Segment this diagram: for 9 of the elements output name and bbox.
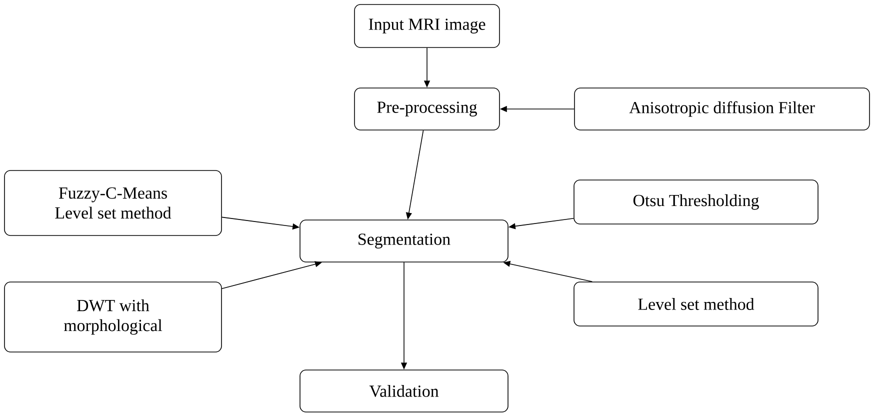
process-box: Input MRI image [354, 4, 500, 48]
process-box: Level set method [574, 282, 818, 326]
process-box: Otsu Thresholding [574, 180, 818, 224]
process-box: DWT with morphological [4, 282, 222, 352]
process-box: Segmentation [300, 220, 508, 262]
process-box: Fuzzy-C-Means Level set method [4, 170, 222, 236]
process-box: Anisotropic diffusion Filter [574, 88, 870, 130]
process-box: Pre-processing [354, 88, 500, 130]
process-box: Validation [300, 370, 508, 412]
